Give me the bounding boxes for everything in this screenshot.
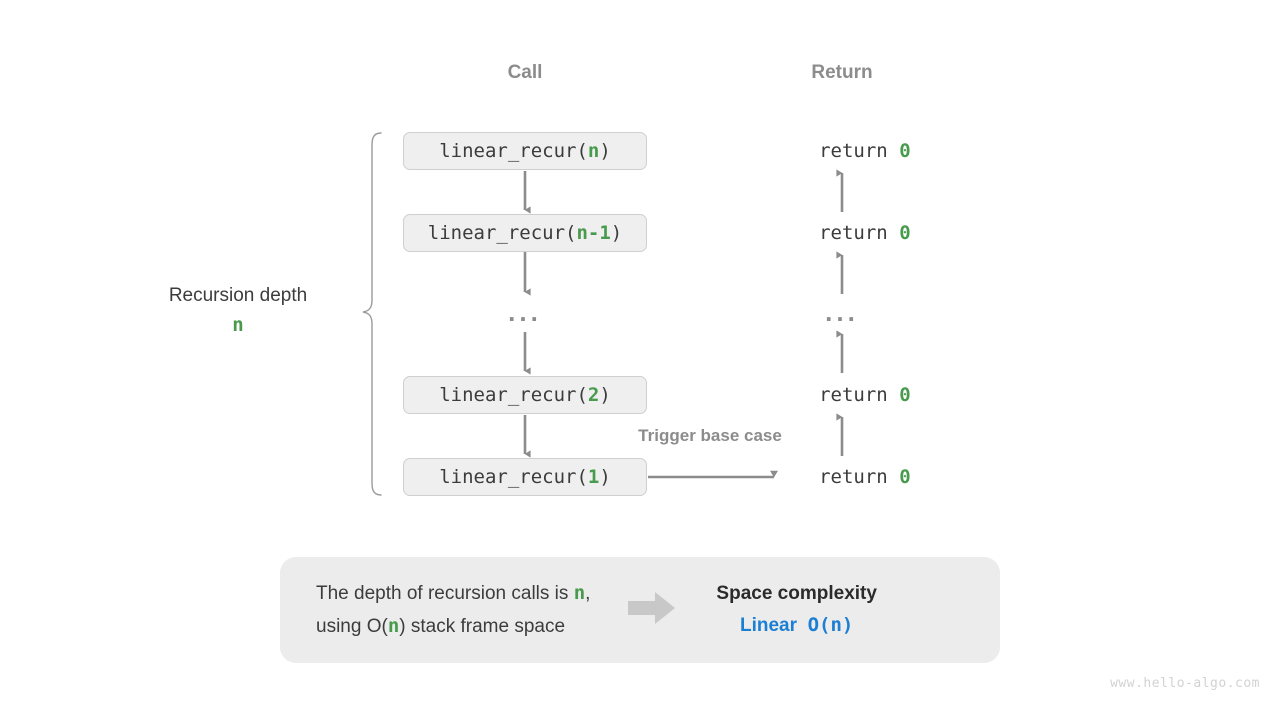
return-keyword: return bbox=[819, 222, 900, 244]
complexity-value: Linear O(n) bbox=[716, 614, 877, 637]
call-frame-prefix: linear_recur( bbox=[439, 466, 588, 488]
return-keyword: return bbox=[819, 384, 900, 406]
callout-conclusion: Space complexity Linear O(n) bbox=[716, 583, 877, 637]
call-frame-suffix: ) bbox=[599, 140, 611, 162]
callout-line2-close-paren: ) bbox=[399, 616, 406, 637]
block-arrow-right-icon bbox=[628, 591, 676, 630]
call-frame-prefix: linear_recur( bbox=[439, 384, 588, 406]
call-column-ellipsis: ... bbox=[508, 297, 542, 327]
return-statement: return 0 bbox=[773, 200, 911, 266]
recursion-depth-text: Recursion depth bbox=[168, 285, 308, 306]
callout-line1-var: n bbox=[573, 582, 586, 604]
summary-callout: The depth of recursion calls is n, using… bbox=[280, 557, 1000, 663]
callout-line1-text: The depth of recursion calls is bbox=[316, 583, 574, 604]
call-frame-prefix: linear_recur( bbox=[427, 222, 577, 244]
return-column-ellipsis: ... bbox=[825, 297, 859, 327]
complexity-word: Linear bbox=[740, 615, 798, 636]
return-value: 0 bbox=[899, 222, 911, 244]
callout-line1-tail: , bbox=[585, 583, 591, 604]
complexity-notation: O(n) bbox=[807, 614, 854, 636]
call-frame-box[interactable]: linear_recur(1) bbox=[403, 458, 647, 496]
callout-line2-var: n bbox=[387, 615, 400, 637]
call-frame-box[interactable]: linear_recur(n-1) bbox=[403, 214, 647, 252]
return-value: 0 bbox=[899, 140, 911, 162]
call-frame-suffix: ) bbox=[599, 384, 611, 406]
return-value: 0 bbox=[899, 384, 911, 406]
call-frame-arg: n bbox=[587, 140, 600, 162]
complexity-title: Space complexity bbox=[716, 583, 877, 604]
trigger-base-case-label: Trigger base case bbox=[638, 426, 782, 445]
callout-line-1: The depth of recursion calls is n, bbox=[316, 577, 590, 610]
call-frame-box[interactable]: linear_recur(n) bbox=[403, 132, 647, 170]
return-keyword: return bbox=[819, 466, 900, 488]
callout-line2-tail: stack frame space bbox=[405, 616, 566, 637]
column-header-return: Return bbox=[811, 62, 873, 83]
callout-description: The depth of recursion calls is n, using… bbox=[316, 577, 590, 643]
call-frame-prefix: linear_recur( bbox=[439, 140, 588, 162]
call-frame-suffix: ) bbox=[599, 466, 611, 488]
curly-brace-icon bbox=[362, 132, 382, 496]
return-statement: return 0 bbox=[773, 444, 911, 510]
call-frame-arg: n-1 bbox=[576, 222, 611, 244]
recursion-depth-value: n bbox=[232, 314, 244, 336]
call-frame-suffix: ) bbox=[610, 222, 623, 244]
callout-line-2: using O(n) stack frame space bbox=[316, 610, 590, 643]
return-keyword: return bbox=[819, 140, 900, 162]
column-header-call: Call bbox=[507, 62, 543, 83]
return-statement: return 0 bbox=[773, 362, 911, 428]
return-value: 0 bbox=[899, 466, 911, 488]
call-frame-arg: 2 bbox=[587, 384, 600, 406]
call-frame-box[interactable]: linear_recur(2) bbox=[403, 376, 647, 414]
callout-line2-open-paren: ( bbox=[381, 616, 388, 637]
recursion-depth-label: Recursion depth n bbox=[169, 285, 307, 336]
callout-line2-text: using O bbox=[316, 616, 382, 637]
watermark: www.hello-algo.com bbox=[1110, 676, 1260, 691]
call-frame-arg: 1 bbox=[587, 466, 600, 488]
return-statement: return 0 bbox=[773, 118, 911, 184]
